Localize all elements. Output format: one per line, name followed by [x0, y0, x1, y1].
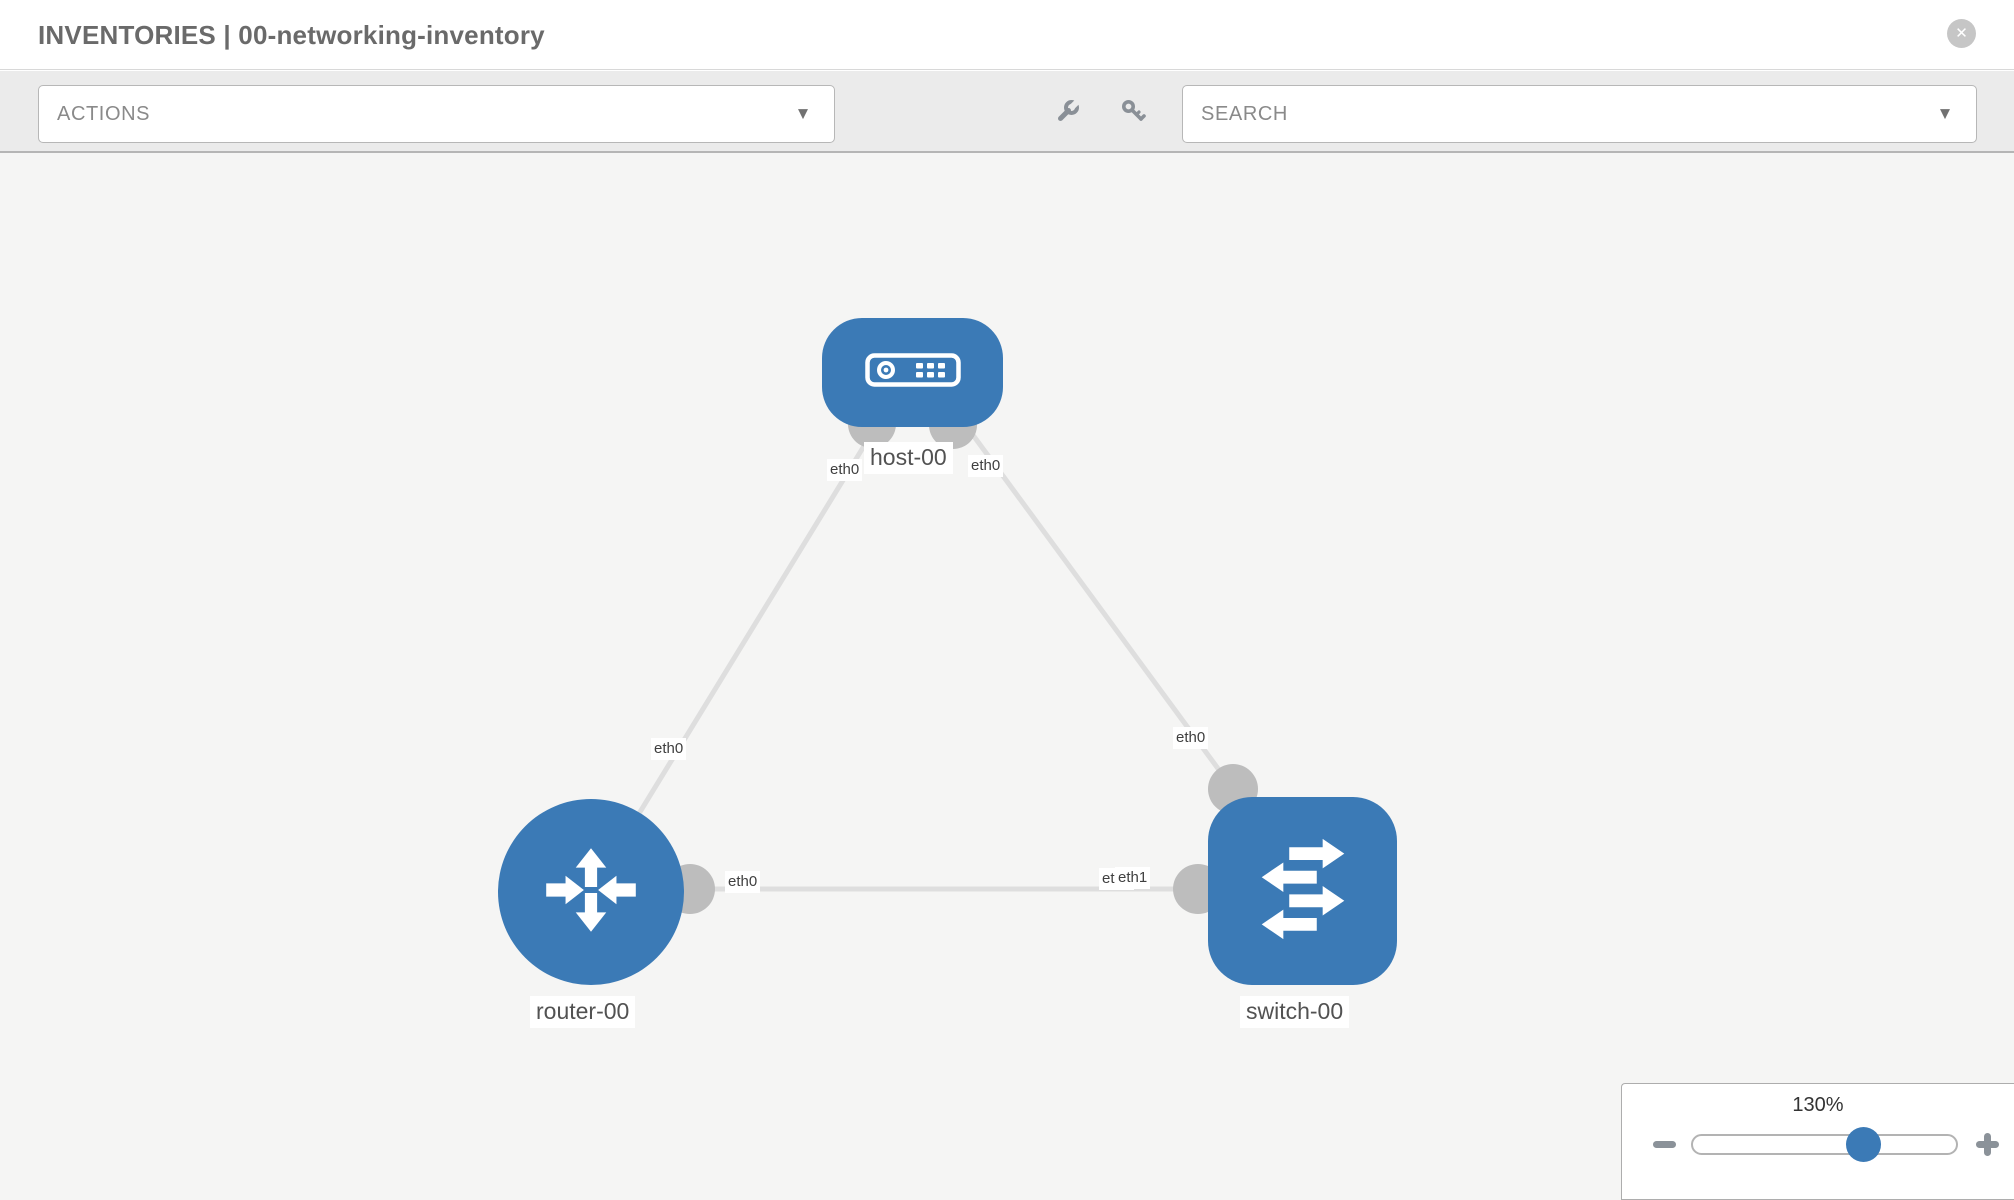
chevron-down-icon: ▼ [1940, 106, 1950, 122]
page-title: INVENTORIES | 00-networking-inventory [38, 20, 545, 50]
close-icon: ✕ [1955, 24, 1968, 42]
search-dropdown[interactable]: SEARCH ▼ [1182, 85, 1977, 143]
iface-label-router-to-switch: eth0 [725, 871, 761, 893]
chevron-down-icon: ▼ [798, 106, 808, 122]
switch-icon [1244, 830, 1362, 953]
credentials-button[interactable] [1119, 100, 1147, 128]
zoom-out-button[interactable] [1647, 1127, 1681, 1161]
minus-icon [1652, 1140, 1676, 1148]
node-router-00[interactable] [498, 799, 684, 985]
node-label-switch: switch-00 [1240, 996, 1350, 1028]
actions-dropdown-label: ACTIONS [57, 102, 151, 125]
iface-label-switch-from-router: eth1 [1115, 867, 1151, 889]
wrench-icon [1054, 97, 1081, 130]
node-label-host: host-00 [864, 442, 953, 474]
iface-label-switch-from-host: eth0 [1173, 727, 1209, 749]
configure-button[interactable] [1053, 97, 1081, 130]
router-icon [535, 834, 647, 951]
iface-label-host-to-router: eth0 [827, 459, 863, 481]
zoom-panel: 130% [1621, 1083, 2014, 1200]
key-icon [1120, 98, 1147, 130]
actions-dropdown[interactable]: ACTIONS ▼ [38, 85, 835, 143]
iface-label-host-to-switch: eth0 [968, 455, 1004, 477]
zoom-slider-thumb[interactable] [1846, 1127, 1881, 1162]
topology-canvas[interactable]: host-00 router-00 switch-00 eth0 eth0 et… [0, 153, 2014, 1200]
host-icon [864, 353, 961, 392]
node-host-00[interactable] [822, 318, 1003, 427]
zoom-slider-track[interactable] [1691, 1134, 1958, 1155]
close-button[interactable]: ✕ [1947, 19, 1976, 48]
zoom-level-text: 130% [1792, 1094, 1844, 1116]
links-layer [588, 400, 1258, 914]
header-bar: INVENTORIES | 00-networking-inventory ✕ [0, 0, 2014, 70]
search-dropdown-label: SEARCH [1201, 102, 1288, 125]
node-switch-00[interactable] [1208, 797, 1397, 985]
node-label-router: router-00 [530, 996, 636, 1028]
toolbar: ACTIONS ▼ SEARCH ▼ [0, 71, 2014, 153]
iface-label-router-from-host: eth0 [651, 738, 687, 760]
zoom-in-button[interactable] [1970, 1127, 2004, 1161]
